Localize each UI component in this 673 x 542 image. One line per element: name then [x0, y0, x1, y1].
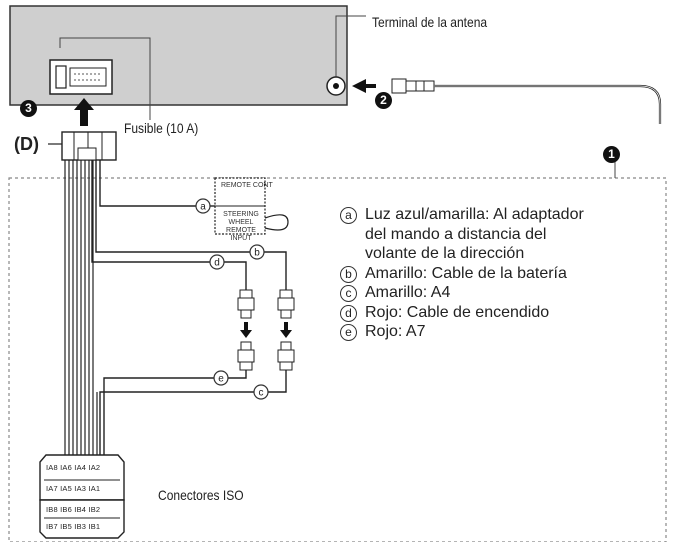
connector-e-lower	[237, 341, 255, 371]
marker-c-text: c	[259, 388, 264, 399]
wire-b	[95, 160, 287, 290]
marker-b	[249, 244, 265, 260]
antenna-plug	[391, 78, 662, 124]
legend-key: a	[340, 207, 357, 224]
iso-row-a1: IA8 IA6 IA4 IA2	[46, 463, 101, 472]
legend-key: b	[340, 265, 357, 283]
connector-b-upper	[277, 289, 295, 319]
adapter-label-1: REMOTE CONT	[221, 182, 273, 189]
iso-row-a2: IA7 IA5 IA3 IA1	[46, 484, 101, 493]
remote-adapter	[214, 177, 289, 235]
arrow-down-icon	[240, 322, 252, 338]
arrow-up-icon	[74, 98, 94, 126]
legend-key: e	[340, 324, 357, 341]
iso-connectors-label: Conectores ISO	[158, 487, 244, 503]
legend-key: c	[340, 285, 357, 302]
marker-e	[213, 370, 229, 386]
iso-connector-b	[39, 499, 125, 539]
legend-item-e: e Rojo: A7	[340, 322, 584, 342]
legend-item-b: b Amarillo: Cable de la batería	[340, 264, 584, 284]
adapter-label-2: STEERING WHEEL REMOTE INPUT	[223, 211, 259, 242]
iso-row-b1: IB8 IB6 IB4 IB2	[46, 505, 101, 514]
marker-c	[253, 384, 269, 400]
step-3-badge: 3	[20, 100, 37, 117]
legend-key: d	[340, 304, 357, 322]
marker-d	[209, 254, 225, 270]
iso-connector-a	[39, 454, 125, 501]
wire-c	[99, 370, 287, 455]
wire-bundle	[64, 160, 94, 455]
marker-d-text: d	[214, 258, 220, 269]
marker-b-text: b	[254, 248, 260, 259]
connector-d-upper	[237, 289, 255, 319]
wire-e	[103, 370, 247, 455]
legend: a Luz azul/amarilla: Al adaptador del man…	[340, 205, 584, 342]
legend-text: Rojo: A7	[365, 323, 426, 340]
marker-a	[195, 198, 211, 214]
connector-d	[48, 131, 117, 161]
wire-d	[91, 160, 247, 290]
legend-text: Amarillo: A4	[365, 284, 451, 301]
step-2-badge: 2	[375, 92, 392, 109]
fuse-label: Fusible (10 A)	[124, 120, 199, 136]
legend-item-a: a Luz azul/amarilla: Al adaptador del man…	[340, 205, 584, 264]
marker-a-text: a	[200, 202, 206, 213]
legend-text: Amarillo: Cable de la batería	[365, 264, 567, 282]
connector-c-lower	[277, 341, 295, 371]
legend-item-d: d Rojo: Cable de encendido	[340, 303, 584, 323]
legend-text: Luz azul/amarilla: Al adaptador del mand…	[365, 206, 584, 262]
step-1-badge: 1	[603, 146, 620, 163]
arrow-down-icon	[280, 322, 292, 338]
legend-text: Rojo: Cable de encendido	[365, 303, 550, 321]
antenna-terminal-label: Terminal de la antena	[372, 14, 488, 30]
legend-item-c: c Amarillo: A4	[340, 283, 584, 303]
arrow-antenna-icon	[352, 79, 376, 93]
iso-row-b2: IB7 IB5 IB3 IB1	[46, 522, 101, 531]
harness-region	[8, 177, 667, 542]
marker-e-text: e	[218, 374, 224, 385]
connector-d-label: (D)	[14, 134, 39, 154]
wire-a	[99, 160, 196, 207]
